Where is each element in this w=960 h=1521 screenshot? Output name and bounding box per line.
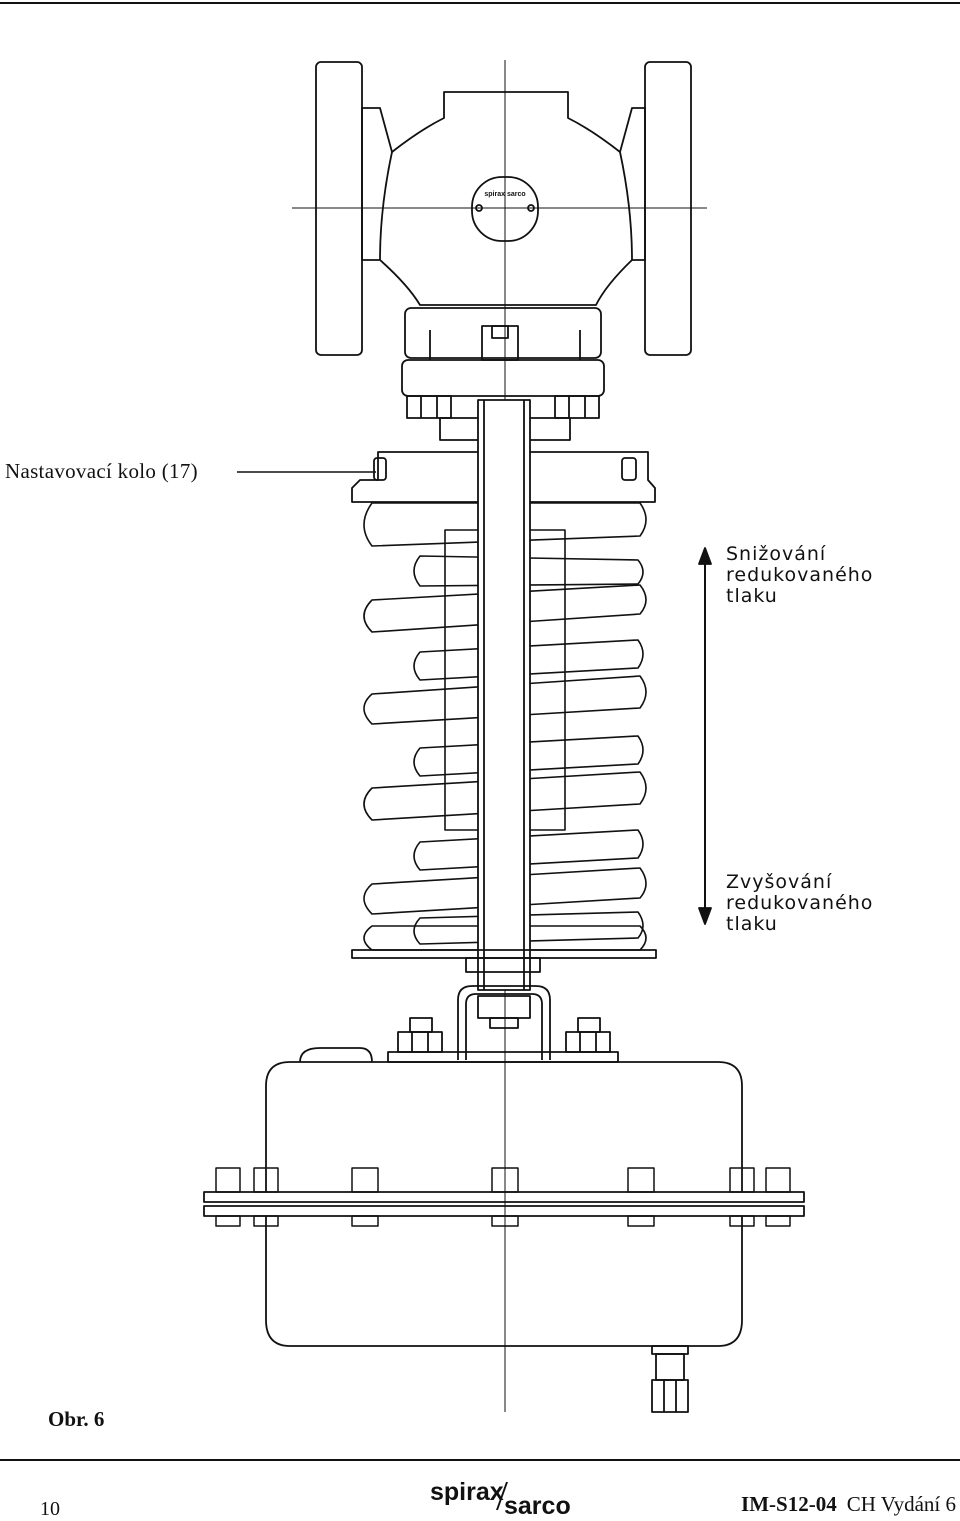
increase-line-2: redukovaného	[726, 892, 874, 914]
drain-fitting	[651, 1345, 689, 1413]
increase-pressure-label: Zvyšování redukovaného tlaku	[726, 872, 873, 935]
top-rule	[0, 2, 960, 4]
bonnet-flange	[401, 359, 605, 397]
edition: CH Vydání 6	[846, 1492, 956, 1516]
diaphragm-lower	[265, 1216, 743, 1347]
diaphragm-flange	[203, 1191, 805, 1203]
valve-body	[361, 91, 646, 306]
logo-line-1: spirax	[430, 1478, 504, 1506]
spindle	[477, 399, 531, 991]
decrease-line-3: tlaku	[726, 585, 778, 607]
page-number: 10	[40, 1498, 60, 1520]
body-badge	[471, 176, 539, 242]
yoke	[457, 985, 551, 1060]
bonnet-bolts	[406, 395, 600, 441]
document-reference: IM-S12-04 CH Vydání 6	[741, 1492, 956, 1517]
flange-bolts	[215, 1167, 791, 1227]
arrow-down-icon	[698, 907, 712, 925]
doc-code: IM-S12-04	[741, 1492, 837, 1516]
badge-text: spirax sarco	[484, 191, 525, 198]
decrease-line-1: Snižování	[726, 543, 827, 565]
diaphragm-upper	[265, 1061, 743, 1192]
logo-slash	[496, 1482, 508, 1510]
logo-line-2: sarco	[504, 1492, 571, 1520]
adjuster-label: Nastavovací kolo (17)	[5, 459, 198, 483]
increase-line-1: Zvyšování	[726, 871, 833, 893]
decrease-pressure-label: Snižování redukovaného tlaku	[726, 544, 873, 607]
yoke-bolts	[397, 1017, 611, 1053]
bonnet	[404, 307, 602, 359]
increase-line-3: tlaku	[726, 913, 778, 935]
spring	[363, 502, 647, 951]
arrow-up-icon	[698, 547, 712, 565]
figure-caption: Obr. 6	[48, 1407, 105, 1431]
bottom-rule	[0, 1459, 960, 1461]
decrease-line-2: redukovaného	[726, 564, 874, 586]
